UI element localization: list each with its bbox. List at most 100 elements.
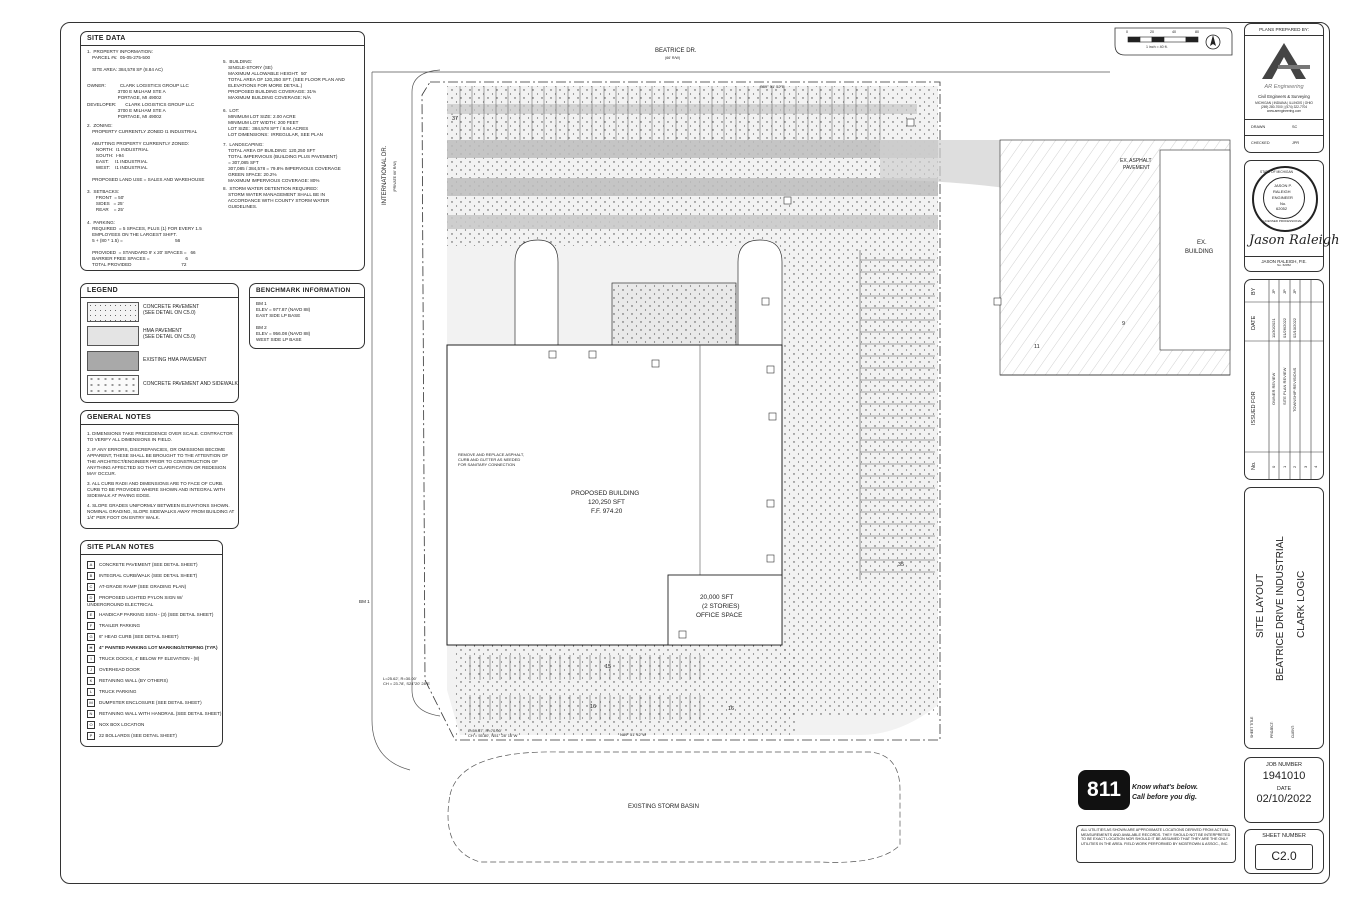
revision-issued: OWNER REVIEW [1271, 372, 1276, 405]
remove-replace-note: REMOVE AND REPLACE ASPHALT, CURB AND GUT… [458, 452, 524, 467]
storm-basin-outline [447, 751, 901, 863]
hma-swatch [87, 326, 139, 346]
sheet-number-box: SHEET NUMBER C2.0 [1244, 829, 1324, 874]
building-label: PROPOSED BUILDING [571, 490, 640, 497]
scale-label-40: 40 [1172, 30, 1176, 34]
island-left [514, 239, 559, 346]
general-notes-title: GENERAL NOTES [81, 411, 238, 425]
scale-label-80: 80 [1195, 30, 1199, 34]
site-data-parking: 4. PARKING: REQUIRED = 5 SPACES, PLUS (1… [87, 220, 202, 267]
site-data-building: 5. BUILDING: SINGLE-STORY (SE) MAXIMUM A… [223, 59, 345, 100]
legend-label: CONCRETE PAVEMENT AND SIDEWALK [143, 381, 238, 387]
revision-header-date: DATE [1251, 315, 1257, 330]
revision-by: JP [1292, 289, 1297, 294]
revision-date: 11/30/2021 [1271, 318, 1276, 338]
engineer-name: JASON RALEIGH, P.E. [1245, 256, 1323, 264]
space-count: 35 [898, 562, 905, 568]
bearing-bottom: N89° 51' 42"W [620, 732, 647, 737]
site-data-developer: DEVELOPER: CLARK LOGISTICS GROUP LLC 370… [87, 102, 195, 119]
seal-state: STATE OF MICHIGAN [1260, 170, 1294, 174]
general-note-item: 2. IF ANY ERRORS, DISCREPANCIES, OR OMIS… [87, 447, 229, 476]
international-dr-curb [411, 92, 441, 717]
revision-no: 3 [1303, 465, 1308, 468]
seal-name-2: RALEIGH [1273, 189, 1291, 194]
general-note-item: 3. ALL CURB RADII AND DIMENSIONS ARE TO … [87, 481, 226, 498]
revision-table: BY DATE ISSUED FOR No. 11/30/2021 OWNER … [1244, 279, 1324, 480]
revision-no: 0 [1271, 465, 1276, 468]
call-811-tagline-2: Call before you dig. [1132, 794, 1197, 801]
street-international-sub: (PRIVATE 66' R/W) [393, 161, 397, 192]
drawn-label: DRAWN [1251, 125, 1266, 129]
firm-address: MICHIGAN | INDIANA | ILLINOIS | OHIO (26… [1255, 101, 1313, 113]
ex-building-label-2: BUILDING [1185, 249, 1214, 255]
concrete-swatch [87, 302, 139, 322]
firm-name: AR Engineering [1264, 84, 1304, 90]
paving-stipple-south [455, 645, 795, 735]
engineer-seal [1252, 166, 1318, 232]
hma-band-4 [447, 104, 917, 114]
site-data-title: SITE DATA [81, 32, 364, 46]
north-arrow-needle [1210, 35, 1216, 46]
job-number-label: JOB NUMBER [1265, 762, 1303, 768]
legend-label: HMA PAVEMENT (SEE DETAIL ON C5.0) [143, 328, 196, 340]
checked-row: CHECKED JPR [1245, 135, 1323, 151]
curve-data-1: L=25.62', R=30.00' CH = 23.78', S24°20' … [383, 676, 430, 686]
island-right [737, 239, 783, 346]
office-space [667, 574, 783, 646]
revision-date: 01/26/2022 [1282, 317, 1287, 338]
engineer-number: No. 62052 [1277, 263, 1291, 267]
sidewalk-swatch [87, 375, 139, 395]
scale-label-0: 0 [1126, 30, 1128, 34]
building-area: 120,250 SFT [588, 499, 625, 506]
ex-asphalt-label-2: PAVEMENT [1123, 165, 1150, 171]
engineer-seal-box: STATE OF MICHIGAN LICENSED PROFESSIONAL … [1244, 160, 1340, 272]
seal-name: JASON P. [1274, 183, 1292, 188]
seal-number: 62052 [1276, 206, 1288, 211]
hma-band-2 [447, 178, 938, 196]
revision-date: 02/10/2022 [1292, 317, 1297, 338]
benchmark-panel: BENCHMARK INFORMATION BM 1 ELEV = 977.87… [249, 283, 365, 349]
legend-panel: LEGEND CONCRETE PAVEMENT (SEE DETAIL ON … [80, 283, 239, 403]
property-line [421, 81, 941, 741]
seal-no: No. [1280, 201, 1287, 206]
office-label: OFFICE SPACE [696, 612, 743, 619]
prepared-by-box: PLANS PREPARED BY: AR Engineering Civil … [1244, 23, 1324, 153]
sheet-title-label: SHEET TITLE [1250, 716, 1254, 738]
curve-data-2: L=59.67', R=70.00' CH = 55.80', N51° 28'… [468, 728, 518, 738]
benchmark-title: BENCHMARK INFORMATION [250, 284, 364, 298]
site-data-property: 1. PROPERTY INFORMATION: PARCEL #s: 05-0… [87, 49, 163, 72]
revision-grid [1245, 280, 1323, 479]
revision-no: 1 [1282, 465, 1287, 468]
revision-issued: TOWNSHIP REVISIONS [1292, 367, 1297, 412]
revision-by: JP [1282, 289, 1287, 294]
benchmark-text: BM 1 ELEV = 977.87 (NAVD 88) EAST SIDE L… [256, 301, 311, 342]
space-count: 9 [1122, 321, 1126, 327]
seal-title: ENGINEER [1272, 195, 1293, 200]
general-note-item: 1. DIMENSIONS TAKE PRECEDENCE OVER SCALE… [87, 431, 233, 442]
international-dr-edge [371, 72, 411, 771]
site-data-owner: OWNER: CLARK LOGISTICS GROUP LLC 3700 E … [87, 83, 189, 100]
call-811-badge: 811 [1078, 770, 1130, 810]
sheet-title: SITE LAYOUT [1255, 573, 1266, 638]
job-number-box: JOB NUMBER 1941010 DATE 02/10/2022 [1244, 757, 1324, 823]
revision-by: JP [1271, 289, 1276, 294]
building-ff: F.F. 974.20 [591, 508, 623, 515]
hma-band-1 [447, 140, 938, 158]
checked-value: JPR [1292, 141, 1300, 145]
legend-title: LEGEND [81, 284, 238, 298]
sheet-number-frame [1255, 844, 1313, 870]
drawing-sheet-border [60, 22, 1330, 884]
existing-hma-swatch [87, 351, 139, 371]
scale-label-20: 20 [1150, 30, 1154, 34]
sheet-title-box: SHEET TITLE PROJECT: CLIENT: SITE LAYOUT… [1244, 487, 1324, 749]
utility-disclaimer: ALL UTILITIES AS SHOWN ARE APPROXIMATE L… [1076, 825, 1236, 863]
